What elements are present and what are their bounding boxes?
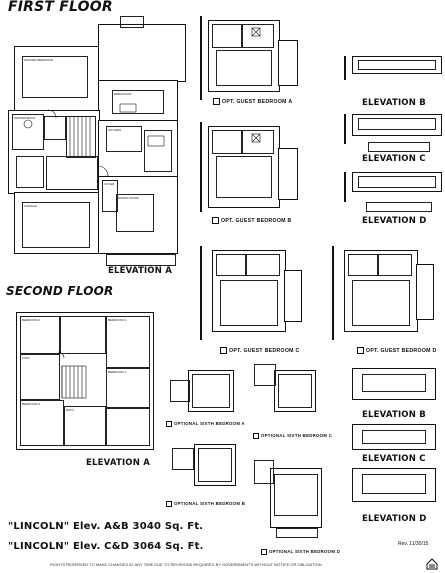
option-label: OPTIONAL SIXTH BEDROOM B (174, 501, 246, 507)
sixth-option-b-checkbox[interactable] (166, 501, 172, 507)
sixth-option-c-checkbox[interactable] (253, 433, 259, 439)
second-floor-elevation-label: ELEVATION A (86, 458, 150, 468)
upper-elevation-c-label: ELEVATION C (362, 154, 426, 164)
sixth-option-a[interactable]: OPTIONAL SIXTH BEDROOM A (166, 421, 245, 427)
upper-elevation-d-plan (342, 166, 442, 212)
guest-option-c[interactable]: OPT. GUEST BEDROOM C (220, 347, 300, 354)
guest-option-a-checkbox[interactable] (213, 98, 220, 105)
equal-housing-icon (426, 558, 438, 570)
master-bedroom (14, 46, 100, 112)
sixth-option-c[interactable]: OPTIONAL SIXTH BEDROOM C (253, 433, 332, 439)
guest-option-c-checkbox[interactable] (220, 347, 227, 354)
room-label: DINING ROOM (118, 196, 139, 200)
upper-elevation-b-plan (342, 50, 442, 96)
room-label: GARAGE (24, 204, 37, 208)
sixth-option-c-plan (250, 362, 326, 432)
revision-date: Rev. 11/30/15 (398, 541, 429, 547)
guest-option-b-plan (196, 116, 314, 216)
sixth-option-d[interactable]: OPTIONAL SIXTH BEDROOM D (261, 549, 340, 555)
room-label: FOYER (104, 182, 115, 186)
sixth-option-a-plan (168, 366, 244, 416)
guest-option-b[interactable]: OPT. GUEST BEDROOM B (212, 217, 292, 224)
sixth-option-d-checkbox[interactable] (261, 549, 267, 555)
model-line-2: "LINCOLN" Elev. C&D 3064 Sq. Ft. (8, 541, 204, 552)
second-floor-plan: BEDROOM 2 BEDROOM 3 LOFT BEDROOM 4 BEDRO… (10, 306, 158, 458)
first-floor-title: FIRST FLOOR (8, 0, 113, 15)
sixth-option-b[interactable]: OPTIONAL SIXTH BEDROOM B (166, 501, 245, 507)
lower-elevation-c-label: ELEVATION C (362, 454, 426, 464)
room-label: BEDROOM 3 (108, 318, 127, 322)
guest-option-a[interactable]: OPT. GUEST BEDROOM A (213, 98, 292, 105)
upper-elevation-d-label: ELEVATION D (362, 216, 427, 226)
guest-option-b-checkbox[interactable] (212, 217, 219, 224)
sixth-option-b-plan (168, 438, 244, 488)
lower-elevation-c-plan (342, 420, 442, 454)
upper-elevation-c-plan (342, 108, 442, 168)
room-label: MASTER BATH (14, 116, 36, 120)
option-label: OPTIONAL SIXTH BEDROOM C (261, 433, 333, 439)
sixth-option-d-plan (252, 458, 332, 548)
lower-elevation-d-label: ELEVATION D (362, 514, 427, 524)
lower-elevation-d-plan (342, 464, 442, 508)
guest-option-d-plan (330, 244, 442, 344)
room-label: BEDROOM 2 (22, 318, 41, 322)
lower-elevation-b-plan (342, 364, 442, 406)
room-label: MASTER BEDROOM (24, 58, 53, 62)
room-label: KITCHEN (108, 128, 122, 132)
first-floor-plan: MASTER BEDROOM BREAKFAST MASTER BATH KIT… (8, 16, 194, 268)
guest-option-d-checkbox[interactable] (357, 347, 364, 354)
upper-elevation-b-label: ELEVATION B (362, 98, 426, 108)
option-label: OPT. GUEST BEDROOM A (222, 98, 293, 105)
model-line-1: "LINCOLN" Elev. A&B 3040 Sq. Ft. (8, 521, 204, 532)
room-label: BATH (66, 408, 74, 412)
dining-room (98, 176, 178, 254)
option-label: OPT. GUEST BEDROOM B (221, 217, 292, 224)
room-label: BEDROOM 4 (108, 370, 127, 374)
guest-option-d[interactable]: OPT. GUEST BEDROOM D (357, 347, 437, 354)
option-label: OPTIONAL SIXTH BEDROOM A (174, 421, 245, 427)
footer-disclaimer: RIGHTS RESERVED TO MAKE CHANGES AT ANY T… (50, 562, 322, 567)
room-label: LOFT (22, 356, 30, 360)
first-floor-elevation-label: ELEVATION A (108, 266, 172, 276)
option-label: OPT. GUEST BEDROOM C (229, 347, 300, 354)
option-label: OPT. GUEST BEDROOM D (366, 347, 437, 354)
room-label: BEDROOM 5 (22, 402, 41, 406)
second-floor-title: SECOND FLOOR (6, 284, 114, 298)
sixth-option-a-checkbox[interactable] (166, 421, 172, 427)
guest-option-c-plan (196, 244, 312, 344)
lower-elevation-b-label: ELEVATION B (362, 410, 426, 420)
kitchen (98, 120, 178, 178)
guest-option-a-plan (196, 10, 314, 100)
option-label: OPTIONAL SIXTH BEDROOM D (269, 549, 341, 555)
room-label: BREAKFAST (114, 92, 132, 96)
